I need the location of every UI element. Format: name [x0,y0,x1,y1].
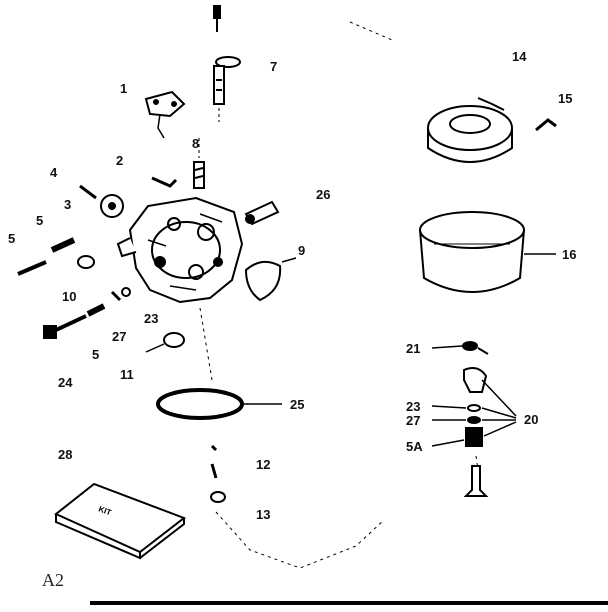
label-part-5A: 5A [406,439,423,454]
label-part-13: 13 [256,507,271,522]
label-part-11: 11 [120,367,134,382]
label-part-27-left: 27 [112,329,127,344]
label-part-5-bottom: 5 [92,347,100,362]
label-part-21: 21 [406,341,421,356]
part-1-gasket [144,90,186,118]
part-2-clip [151,176,178,188]
label-part-3: 3 [64,197,72,212]
part-11-float [163,332,185,348]
label-part-5-left: 5 [36,213,44,228]
part-8-spring [193,161,205,189]
right-needle-seat [463,367,488,393]
right-jet [463,465,489,497]
carburetor-body [116,196,244,304]
part-27-right [467,416,481,424]
label-part-1: 1 [120,81,128,96]
kit-box-text: KIT [97,504,112,517]
label-part-16: 16 [562,247,577,262]
label-part-9: 9 [298,243,306,258]
label-part-23-right: 23 [406,399,421,414]
part-25-gasket-ring [156,388,244,420]
part-4-pin [79,184,97,200]
part-23-right [467,404,481,412]
label-part-15: 15 [558,91,573,106]
label-part-7: 7 [270,59,278,74]
part-9-diaphragm [244,260,282,302]
label-part-27-right: 27 [406,413,421,428]
part-21-seal [462,341,478,351]
label-part-10: 10 [62,289,77,304]
part-5A-spring [465,427,483,447]
label-part-26: 26 [316,187,331,202]
label-part-12: 12 [256,457,271,472]
label-part-24: 24 [58,375,73,390]
label-part-28: 28 [58,447,73,462]
part-16-bowl [419,211,525,293]
part-5-screw [17,237,76,276]
label-part-25: 25 [290,397,305,412]
label-part-14: 14 [512,49,527,64]
part-13-washer [210,491,226,503]
label-part-8: 8 [192,136,200,151]
part-7-valve [215,56,241,68]
label-part-2: 2 [116,153,124,168]
part-5-lower-screw [43,303,106,339]
label-part-23-left: 23 [144,311,159,326]
part-14-cover [427,97,513,163]
part-15-pin [535,118,557,132]
label-part-20: 20 [524,412,539,427]
label-part-5-far-left: 5 [8,231,16,246]
part-28-kit [54,482,187,560]
part-12-screws [210,444,218,479]
label-part-4: 4 [50,165,58,180]
corner-mark: A2 [42,570,64,590]
